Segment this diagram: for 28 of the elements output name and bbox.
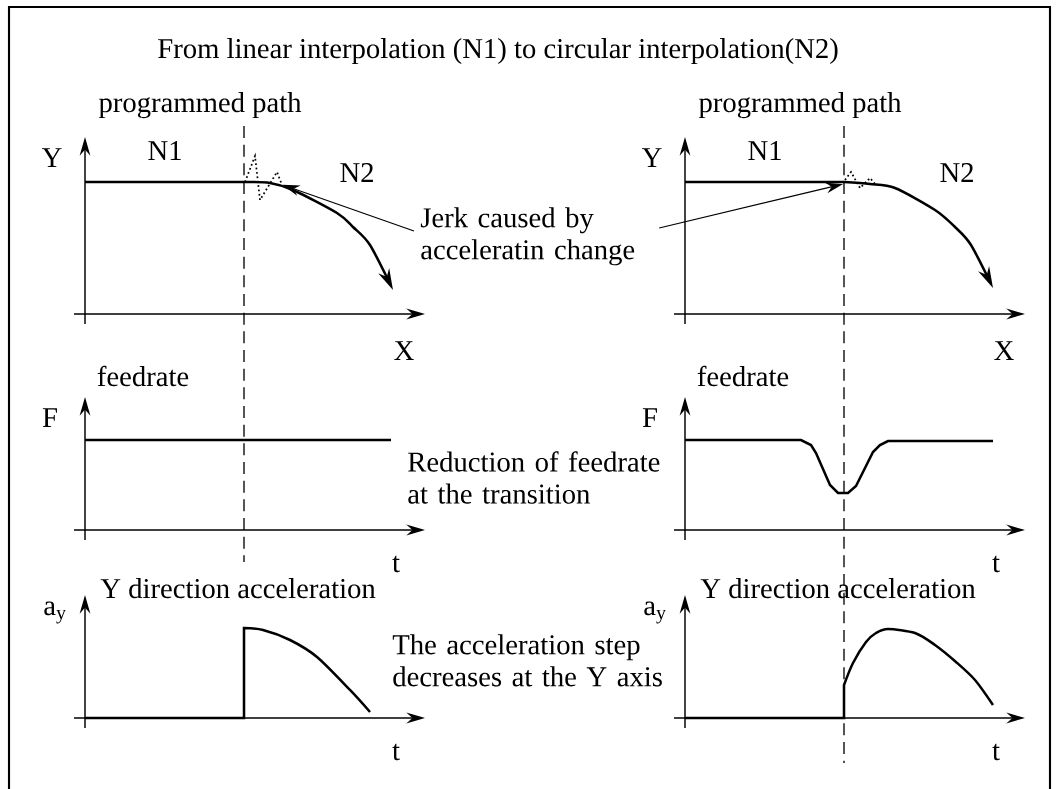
segment-label: N1 [748, 141, 781, 160]
axis-label: a$_{y}$ [44, 601, 66, 624]
axis-label: t [992, 743, 1000, 761]
axis-label: X [394, 341, 414, 360]
annotation-text: Jerk caused by acceleratin change [420, 207, 635, 266]
title: From linear interpolation (N1) to circular interpolation(N2) [158, 38, 838, 65]
plot-title: feedrate [97, 365, 189, 387]
plot-title: Y direction acceleration [700, 578, 976, 599]
jerk-oscillation [244, 152, 283, 203]
axis-label: a$_{y}$ [644, 601, 666, 624]
annotation-text: The acceleration step decreases at the Y axis [392, 634, 662, 687]
plot-title: Y direction acceleration [100, 578, 376, 599]
segment-label: N2 [340, 163, 373, 182]
axis-label: X [994, 341, 1014, 360]
axis-label: t [392, 555, 400, 573]
segment-label: N1 [148, 141, 181, 160]
axis-label: F [42, 408, 57, 427]
plot-title: feedrate [697, 365, 789, 387]
segment-label: N2 [940, 163, 973, 182]
axis-label: Y [641, 148, 662, 167]
axis-label: t [992, 555, 1000, 573]
axis-label: F [642, 408, 657, 427]
plot-title: programmed path [698, 92, 902, 119]
axis-label: Y [41, 148, 62, 167]
axis-label: t [392, 743, 400, 761]
jerk-oscillation [844, 170, 877, 190]
annotation-text: Reduction of feedrate at the transition [408, 451, 660, 504]
plot-title: programmed path [98, 92, 302, 119]
